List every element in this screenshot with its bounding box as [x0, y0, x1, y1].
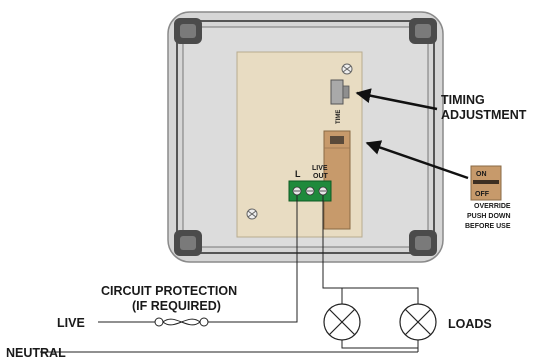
- live-wire: [208, 195, 298, 323]
- timing-label-line2: ADJUSTMENT: [441, 108, 527, 122]
- override-arrow: [365, 140, 469, 180]
- lamp-2: [399, 303, 437, 341]
- board-screw-bottom: [246, 208, 258, 220]
- lamp-1: [323, 303, 361, 341]
- terminal-l-label: L: [295, 169, 301, 179]
- terminal-live-out-label-2: OUT: [313, 173, 329, 180]
- timing-label-line1: TIMING: [441, 93, 485, 107]
- live-label: LIVE: [57, 316, 85, 330]
- neutral-label: NEUTRAL: [6, 346, 66, 360]
- corner-block-top-right: [409, 18, 437, 44]
- corner-block-bottom-left: [174, 230, 202, 256]
- loads-label: LOADS: [448, 317, 492, 331]
- terminal-live-out-label-1: LIVE: [312, 165, 328, 172]
- timing-adjustment-arrow: [355, 88, 438, 111]
- override-label-2: PUSH DOWN: [467, 213, 511, 220]
- loads-bottom-bus: [341, 340, 419, 349]
- circuit-protection-label-1: CIRCUIT PROTECTION: [101, 284, 237, 298]
- wiring: [40, 195, 419, 353]
- live-out-wire: [322, 195, 342, 289]
- circuit-board: TIME L LIVE OUT: [236, 51, 363, 238]
- corner-block-bottom-right: [409, 230, 437, 256]
- corner-block-top-left: [174, 18, 202, 44]
- switch-on-label: ON: [476, 171, 487, 178]
- circuit-protection-label-2: (IF REQUIRED): [132, 299, 221, 313]
- timing-potentiometer: [330, 79, 350, 105]
- switch-off-label: OFF: [475, 191, 490, 198]
- override-switch-detail: [470, 165, 502, 201]
- terminal-block: [288, 180, 332, 202]
- fuse-symbol: [154, 317, 209, 327]
- override-label-1: OVERRIDE: [474, 203, 511, 210]
- board-screw-top: [341, 63, 353, 75]
- loads-top-bus: [342, 287, 419, 304]
- override-label-3: BEFORE USE: [465, 223, 511, 230]
- board-override-switch: [323, 130, 351, 230]
- time-pot-label: TIME: [336, 110, 342, 124]
